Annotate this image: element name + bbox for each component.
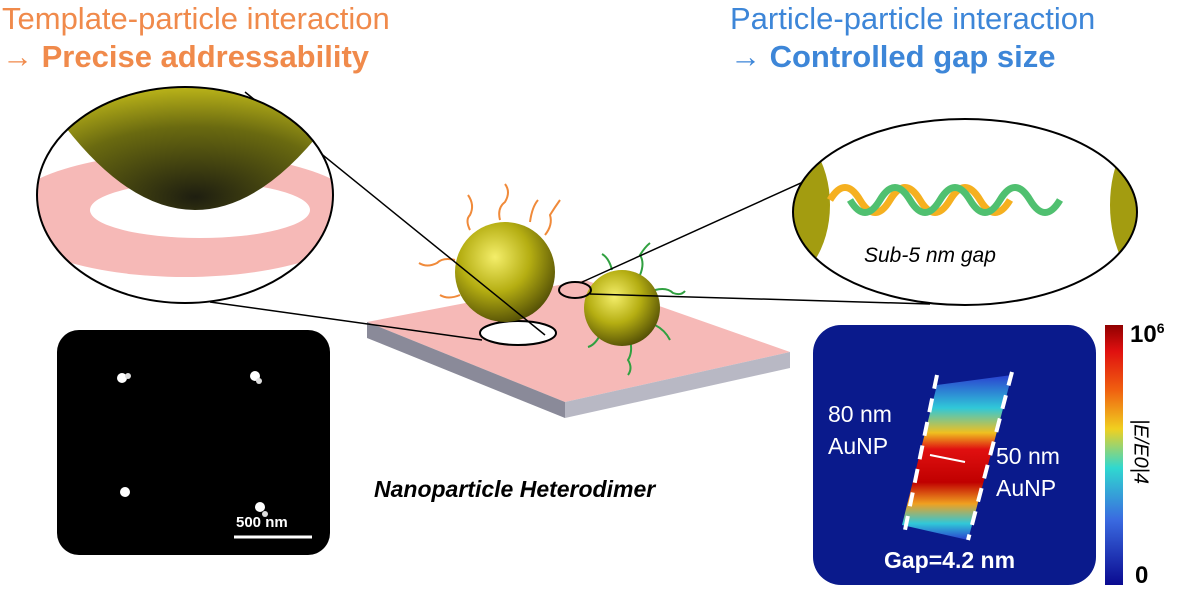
right-particle-label: 50 nm AuNP <box>996 440 1060 504</box>
header-line: Particle-particle interaction <box>730 1 1096 36</box>
colorbar-max-base: 10 <box>1130 321 1157 348</box>
scale-bar-label: 500 nm <box>236 514 288 531</box>
particle-size: 50 nm <box>996 443 1060 469</box>
particle-size: 80 nm <box>828 401 892 427</box>
header-emphasis: → Precise addressability <box>2 39 370 74</box>
particle-type: AuNP <box>828 433 889 459</box>
center-caption: Nanoparticle Heterodimer <box>374 476 656 502</box>
large-gold-nanoparticle <box>455 222 555 322</box>
header-emphasis: → Controlled gap size <box>730 39 1056 74</box>
substrate <box>367 280 790 418</box>
particle-particle-header: Particle-particle interaction → Controll… <box>730 0 1095 76</box>
gap-size-label: Gap=4.2 nm <box>884 547 1016 573</box>
gap-highlight <box>558 281 592 299</box>
template-particle-header: Template-particle interaction → Precise … <box>2 0 390 76</box>
left-particle-label: 80 nm AuNP <box>828 398 892 462</box>
template-inset <box>36 86 334 304</box>
sem-image <box>57 330 330 555</box>
colorbar <box>1105 325 1123 585</box>
gap-inset <box>792 118 1138 306</box>
colorbar-max-exp: 6 <box>1156 320 1165 336</box>
colorbar-min: 0 <box>1135 562 1149 589</box>
header-line: Template-particle interaction <box>2 1 390 36</box>
particle-type: AuNP <box>996 475 1057 501</box>
field-simulation <box>813 325 1123 585</box>
colorbar-max: 106 <box>1130 320 1165 349</box>
colorbar-title: |E/E0|4 <box>1129 419 1152 484</box>
small-gold-nanoparticle <box>584 270 660 346</box>
gap-label: Sub-5 nm gap <box>864 244 996 267</box>
